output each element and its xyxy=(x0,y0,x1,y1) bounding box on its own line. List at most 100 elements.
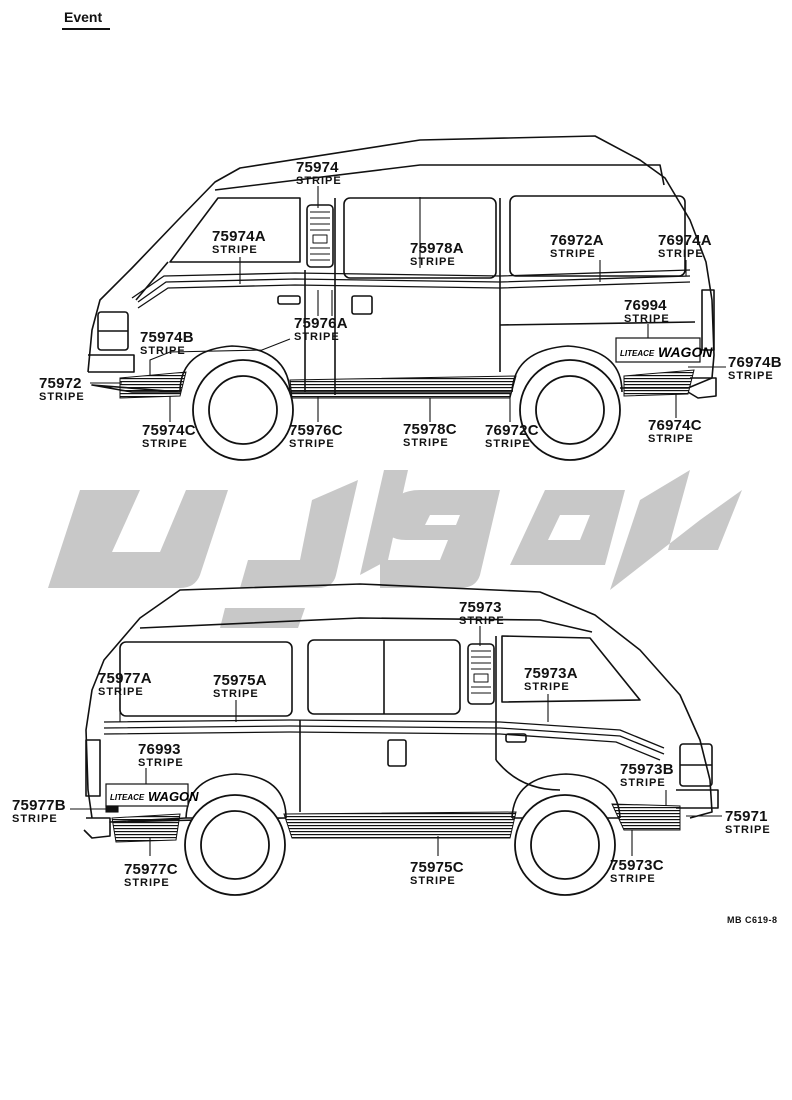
watermark-logo xyxy=(48,470,742,628)
callout-75978a: 75978A STRIPE xyxy=(410,241,464,268)
bottom-leader-lines xyxy=(70,626,722,856)
part-desc: STRIPE xyxy=(12,813,58,825)
callout-76974b: 76974B STRIPE xyxy=(728,355,782,382)
part-number: 75976A xyxy=(294,315,348,332)
callout-75977a: 75977A STRIPE xyxy=(98,671,152,698)
part-number: 76974C xyxy=(648,417,702,434)
bottom-van-rear-window xyxy=(119,641,293,717)
part-desc: STRIPE xyxy=(289,438,335,450)
part-desc: STRIPE xyxy=(648,433,694,445)
part-number: 75974C xyxy=(142,422,196,439)
callout-75978c: 75978C STRIPE xyxy=(403,422,457,449)
part-desc: STRIPE xyxy=(142,438,188,450)
part-number: 75975C xyxy=(410,859,464,876)
bottom-van-wheels xyxy=(184,794,616,896)
part-desc: STRIPE xyxy=(620,777,666,789)
bottom-van-front-window xyxy=(501,635,641,703)
part-desc: STRIPE xyxy=(728,370,774,382)
callout-76972a: 76972A STRIPE xyxy=(550,233,604,260)
top-van-rear-window xyxy=(509,195,686,277)
callout-75974c: 75974C STRIPE xyxy=(142,423,196,450)
part-number: 76974A xyxy=(658,232,712,249)
part-desc: STRIPE xyxy=(212,244,258,256)
part-number: 76994 xyxy=(624,297,667,314)
part-desc: STRIPE xyxy=(294,331,340,343)
part-desc: STRIPE xyxy=(140,345,186,357)
part-number: 75974A xyxy=(212,228,266,245)
part-desc: STRIPE xyxy=(524,681,570,693)
part-desc: STRIPE xyxy=(124,877,170,889)
bottom-van-rear-wheel-arch xyxy=(185,773,287,819)
part-number: 75973 xyxy=(459,599,502,616)
bottom-van-vent xyxy=(467,643,495,705)
part-desc: STRIPE xyxy=(296,175,342,187)
callout-75974a: 75974A STRIPE xyxy=(212,229,266,256)
header-underline xyxy=(62,28,110,30)
bottom-badge-small-text: LITEACE xyxy=(110,793,145,802)
part-desc: STRIPE xyxy=(624,313,670,325)
part-number: 75976C xyxy=(289,422,343,439)
header-label: Event xyxy=(64,9,103,25)
part-desc: STRIPE xyxy=(39,391,85,403)
callout-75974: 75974 STRIPE xyxy=(296,160,342,187)
callout-75975c: 75975C STRIPE xyxy=(410,860,464,887)
callout-75973b: 75973B STRIPE xyxy=(620,762,674,789)
part-number: 76972A xyxy=(550,232,604,249)
drawing-code: MB C619-8 xyxy=(727,915,778,925)
callout-76993: 76993 STRIPE xyxy=(138,742,184,769)
part-number: 75975A xyxy=(213,672,267,689)
part-desc: STRIPE xyxy=(610,873,656,885)
callout-75971: 75971 STRIPE xyxy=(725,809,771,836)
top-badge-small-text: LITEACE xyxy=(620,349,655,358)
part-number: 75974 xyxy=(296,159,339,176)
callout-75974b: 75974B STRIPE xyxy=(140,330,194,357)
callout-76974c: 76974C STRIPE xyxy=(648,418,702,445)
bottom-badge-large-text: WAGON xyxy=(148,789,199,804)
part-desc: STRIPE xyxy=(410,875,456,887)
part-number: 75977C xyxy=(124,861,178,878)
part-number: 75977A xyxy=(98,670,152,687)
part-desc: STRIPE xyxy=(725,824,771,836)
part-number: 75973B xyxy=(620,761,674,778)
bottom-van-front-wheel-arch xyxy=(511,773,621,819)
part-desc: STRIPE xyxy=(213,688,259,700)
part-number: 76993 xyxy=(138,741,181,758)
part-number: 75971 xyxy=(725,808,768,825)
bottom-van-lower-stripes xyxy=(111,803,681,843)
callout-75973a: 75973A STRIPE xyxy=(524,666,578,693)
part-number: 75974B xyxy=(140,329,194,346)
top-van-badge: LITEACE WAGON xyxy=(615,337,713,363)
part-number: 75972 xyxy=(39,375,82,392)
callout-76972c: 76972C STRIPE xyxy=(485,423,539,450)
callout-75977b: 75977B STRIPE xyxy=(12,798,66,825)
top-leader-lines xyxy=(90,186,726,422)
part-number: 76972C xyxy=(485,422,539,439)
top-van-lower-stripes xyxy=(119,369,695,399)
callout-75977c: 75977C STRIPE xyxy=(124,862,178,889)
bottom-van-badge: LITEACE WAGON xyxy=(105,783,199,807)
callout-75976a: 75976A STRIPE xyxy=(294,316,348,343)
top-van-vent xyxy=(306,204,334,268)
callout-75973c: 75973C STRIPE xyxy=(610,858,664,885)
part-number: 75978C xyxy=(403,421,457,438)
top-van xyxy=(87,135,717,399)
callout-76994: 76994 STRIPE xyxy=(624,298,670,325)
callout-75976c: 75976C STRIPE xyxy=(289,423,343,450)
part-number: 75977B xyxy=(12,797,66,814)
callout-75973: 75973 STRIPE xyxy=(459,600,505,627)
part-number: 75973C xyxy=(610,857,664,874)
callout-76974a: 76974A STRIPE xyxy=(658,233,712,260)
part-desc: STRIPE xyxy=(459,615,505,627)
part-desc: STRIPE xyxy=(403,437,449,449)
top-badge-large-text: WAGON xyxy=(658,344,713,360)
part-desc: STRIPE xyxy=(410,256,456,268)
part-desc: STRIPE xyxy=(98,686,144,698)
part-desc: STRIPE xyxy=(550,248,596,260)
top-van-rear-wheel-arch xyxy=(511,345,623,393)
top-van-front-window xyxy=(169,197,301,263)
top-van-wheels xyxy=(192,359,621,461)
part-number: 76974B xyxy=(728,354,782,371)
part-desc: STRIPE xyxy=(138,757,184,769)
